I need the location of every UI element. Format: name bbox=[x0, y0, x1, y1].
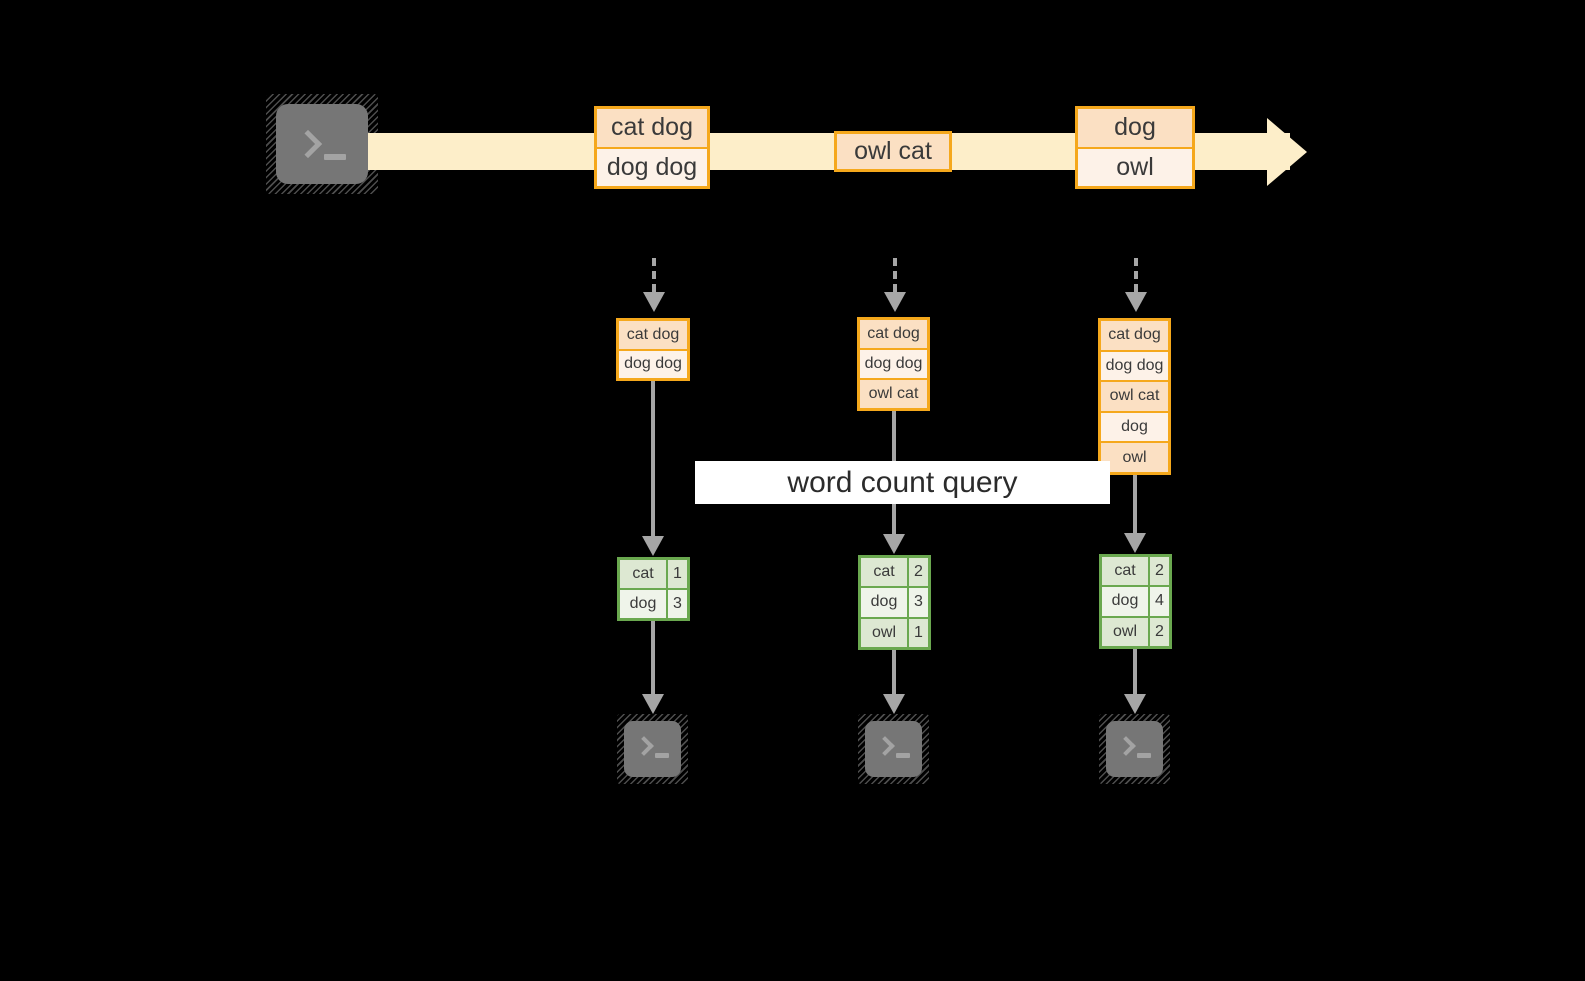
log-to-result-arrowhead bbox=[1124, 533, 1146, 553]
result-row: dog 3 bbox=[861, 586, 928, 617]
result-to-consumer-arrowhead bbox=[642, 694, 664, 714]
stream-to-log-arrowhead bbox=[1125, 292, 1147, 312]
log-to-result-arrowhead bbox=[883, 534, 905, 554]
consumer-terminal-icon bbox=[858, 714, 929, 784]
stream-to-log-connector bbox=[1134, 258, 1138, 292]
stream-to-log-arrowhead bbox=[643, 292, 665, 312]
result-row: cat 1 bbox=[620, 560, 687, 588]
query-label-banner: word count query bbox=[695, 461, 1110, 504]
result-count: 1 bbox=[907, 618, 928, 647]
result-to-consumer-connector bbox=[651, 621, 655, 694]
terminal-prompt-cursor bbox=[1137, 753, 1151, 758]
result-to-consumer-arrowhead bbox=[1124, 694, 1146, 714]
log-to-result-connector bbox=[651, 381, 655, 536]
log-entry: dog dog bbox=[1101, 349, 1168, 381]
terminal-prompt-chevron bbox=[1116, 736, 1136, 756]
log-to-result-arrowhead bbox=[642, 536, 664, 556]
terminal-prompt-chevron bbox=[293, 129, 323, 159]
column-log-stack: cat dog dog dog owl cat bbox=[857, 317, 930, 411]
result-word: cat bbox=[1102, 557, 1148, 586]
stream-message: cat dog dog dog bbox=[594, 106, 710, 189]
log-entry: owl cat bbox=[860, 378, 927, 408]
result-to-consumer-connector bbox=[1133, 649, 1137, 694]
result-count: 3 bbox=[907, 588, 928, 617]
result-word: dog bbox=[861, 588, 907, 617]
result-word: owl bbox=[1102, 617, 1148, 646]
terminal-prompt-cursor bbox=[655, 753, 669, 758]
result-word: dog bbox=[620, 590, 666, 618]
column-result-table: cat 1 dog 3 bbox=[617, 557, 690, 621]
result-to-consumer-arrowhead bbox=[883, 694, 905, 714]
result-count: 2 bbox=[1148, 557, 1169, 586]
result-row: owl 2 bbox=[1102, 615, 1169, 646]
terminal-screen bbox=[624, 721, 681, 777]
terminal-prompt-cursor bbox=[896, 753, 910, 758]
stream-to-log-connector bbox=[652, 258, 656, 292]
log-entry: dog dog bbox=[860, 348, 927, 378]
log-entry: dog dog bbox=[619, 348, 687, 378]
producer-terminal-icon bbox=[266, 94, 378, 194]
column-result-table: cat 2 dog 4 owl 2 bbox=[1099, 554, 1172, 649]
stream-message-line: dog bbox=[1078, 109, 1192, 147]
result-row: cat 2 bbox=[861, 558, 928, 587]
terminal-prompt-cursor bbox=[324, 154, 346, 160]
result-count: 3 bbox=[666, 590, 687, 618]
column-log-stack: cat dog dog dog owl cat dog owl bbox=[1098, 318, 1171, 475]
result-count: 1 bbox=[666, 560, 687, 588]
log-entry: owl bbox=[1101, 441, 1168, 472]
result-word: cat bbox=[861, 558, 907, 587]
stream-message: owl cat bbox=[834, 131, 952, 172]
stream-message: dog owl bbox=[1075, 106, 1195, 189]
result-to-consumer-connector bbox=[892, 650, 896, 694]
terminal-screen bbox=[865, 721, 922, 777]
result-row: dog 4 bbox=[1102, 585, 1169, 616]
result-count: 2 bbox=[907, 558, 928, 587]
log-entry: owl cat bbox=[1101, 380, 1168, 411]
result-row: dog 3 bbox=[620, 588, 687, 618]
result-count: 4 bbox=[1148, 587, 1169, 616]
terminal-screen bbox=[276, 104, 368, 184]
terminal-prompt-chevron bbox=[875, 736, 895, 756]
event-stream-arrowhead bbox=[1267, 118, 1307, 186]
result-row: owl 1 bbox=[861, 616, 928, 647]
query-label-text: word count query bbox=[787, 465, 1018, 499]
result-count: 2 bbox=[1148, 617, 1169, 646]
stream-message-line: cat dog bbox=[597, 109, 707, 147]
log-entry: dog bbox=[1101, 410, 1168, 442]
column-log-stack: cat dog dog dog bbox=[616, 318, 690, 381]
result-row: cat 2 bbox=[1102, 557, 1169, 586]
log-entry: cat dog bbox=[860, 320, 927, 348]
stream-message-line: owl cat bbox=[837, 134, 949, 169]
log-entry: cat dog bbox=[1101, 321, 1168, 350]
result-word: cat bbox=[620, 560, 666, 588]
result-word: owl bbox=[861, 618, 907, 647]
consumer-terminal-icon bbox=[1099, 714, 1170, 784]
stream-to-log-arrowhead bbox=[884, 292, 906, 312]
consumer-terminal-icon bbox=[617, 714, 688, 784]
log-to-result-connector bbox=[1133, 475, 1137, 533]
log-entry: cat dog bbox=[619, 321, 687, 349]
stream-to-log-connector bbox=[893, 258, 897, 292]
column-result-table: cat 2 dog 3 owl 1 bbox=[858, 555, 931, 650]
stream-message-line: dog dog bbox=[597, 146, 707, 186]
terminal-prompt-chevron bbox=[634, 736, 654, 756]
stream-message-line: owl bbox=[1078, 146, 1192, 186]
terminal-screen bbox=[1106, 721, 1163, 777]
result-word: dog bbox=[1102, 587, 1148, 616]
